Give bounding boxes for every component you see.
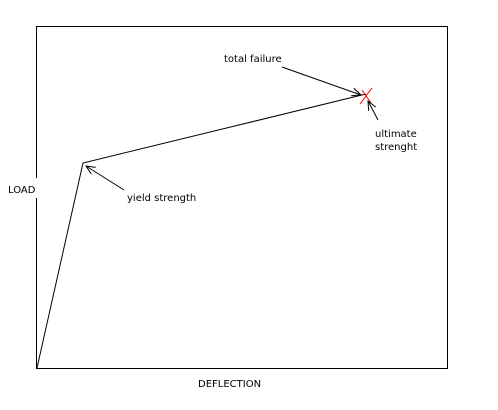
x-axis-label: DEFLECTION [198, 379, 261, 390]
y-axis-label-gap [34, 178, 40, 198]
plot-frame [36, 26, 448, 369]
ultimate-strength-label-line1: ultimate [375, 129, 417, 140]
yield-strength-arrow [86, 166, 125, 191]
total-failure-label: total failure [224, 54, 282, 65]
ultimate-strength-label-line2: strenght [375, 142, 417, 153]
failure-mark-icon [359, 87, 373, 105]
load-deflection-curve [36, 93, 367, 369]
y-axis-label: LOAD [8, 185, 36, 196]
ultimate-strength-arrow [368, 101, 379, 121]
yield-strength-label: yield strength [127, 193, 196, 204]
total-failure-arrow [281, 66, 361, 95]
